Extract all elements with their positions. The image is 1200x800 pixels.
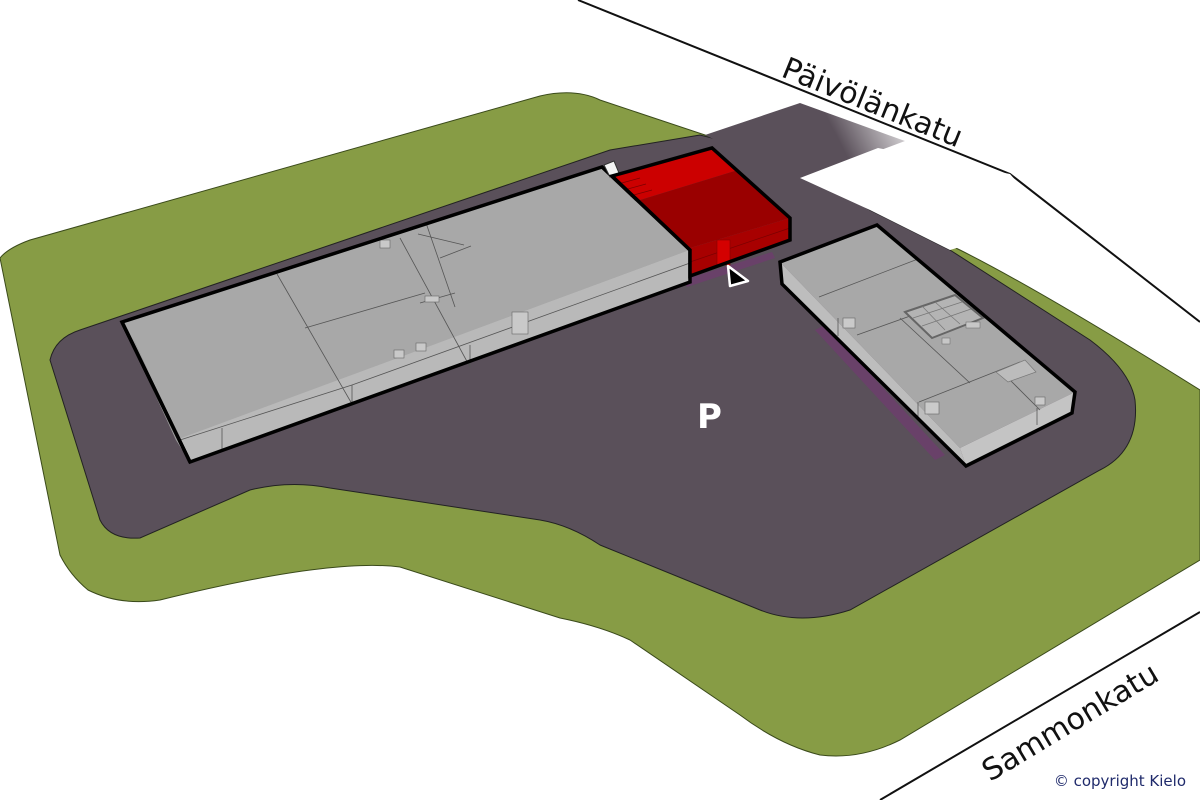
secondary-building-roof: [780, 225, 1075, 448]
highlighted-unit-roof-light: [612, 148, 738, 200]
main-building-roof: [122, 167, 690, 440]
secondary-building: [778, 222, 1077, 469]
parking-label: P: [697, 397, 722, 437]
main-building: [119, 160, 692, 465]
highlighted-unit-roof: [640, 170, 790, 248]
highlighted-unit[interactable]: [608, 146, 792, 279]
secondary-building-outline: [778, 222, 1077, 469]
copyright-notice: © copyright Kielo: [1053, 772, 1186, 790]
highlighted-unit-front: [690, 218, 790, 276]
loading-zone-secondary: [815, 325, 945, 460]
secondary-building-left-face: [780, 262, 966, 466]
entrance-arrow-icon: [726, 264, 750, 288]
driveway: [705, 103, 905, 180]
secondary-building-vents: [842, 317, 1046, 415]
secondary-building-office-block: [903, 293, 1037, 383]
secondary-building-front-face: [960, 392, 1075, 466]
highlighted-unit-outline: [608, 146, 792, 279]
sammonkatu-line: [879, 611, 1200, 800]
main-building-roof-vents: [379, 239, 529, 359]
driveway-white-cut: [800, 148, 1050, 250]
